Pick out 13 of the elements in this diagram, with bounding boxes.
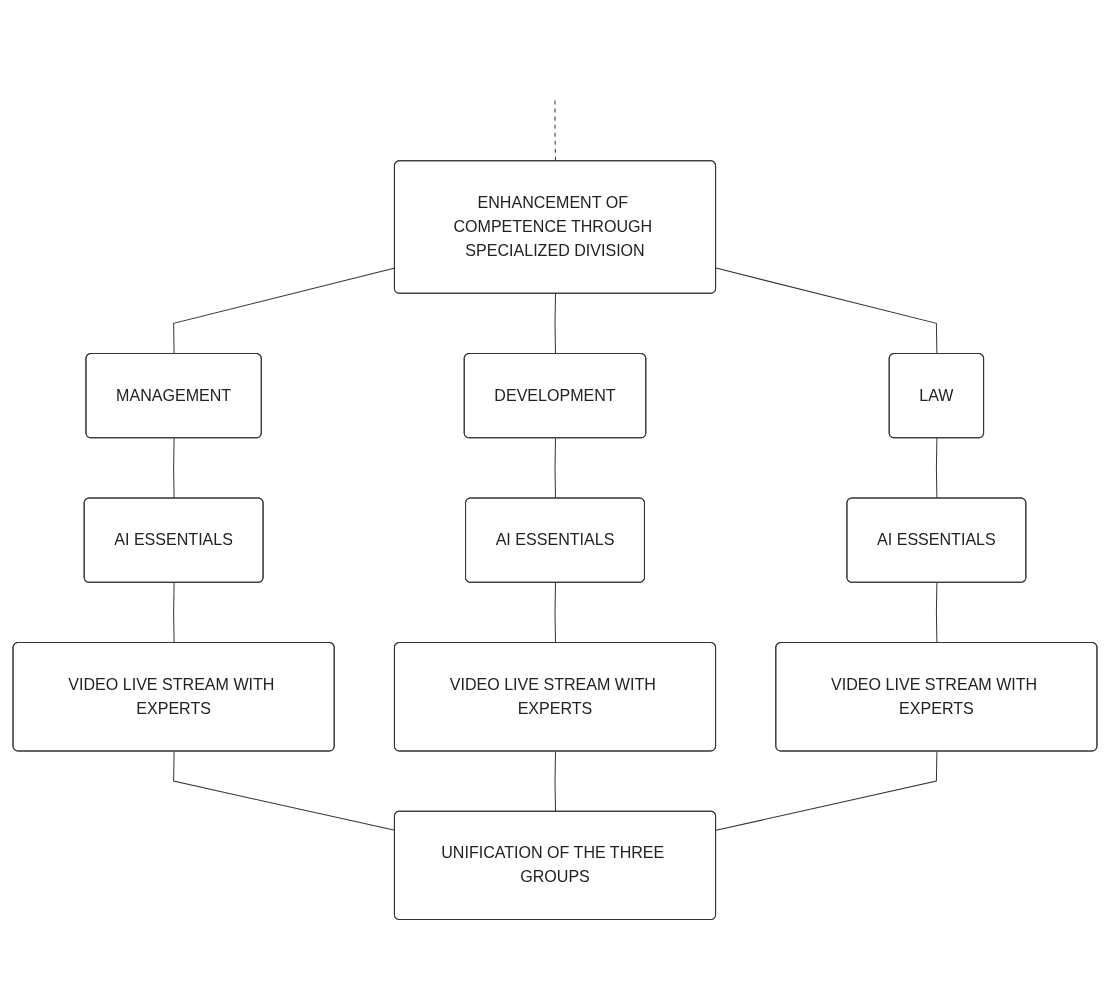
connector — [715, 267, 938, 354]
connector — [554, 437, 556, 499]
connector — [173, 267, 396, 354]
connector — [173, 750, 396, 831]
connector — [935, 581, 938, 644]
connector — [554, 99, 556, 162]
connector — [554, 750, 556, 812]
connector — [173, 437, 175, 499]
connector — [554, 581, 556, 644]
connector — [173, 581, 175, 644]
connector — [935, 437, 938, 499]
connector — [715, 750, 938, 831]
connector — [554, 292, 556, 354]
